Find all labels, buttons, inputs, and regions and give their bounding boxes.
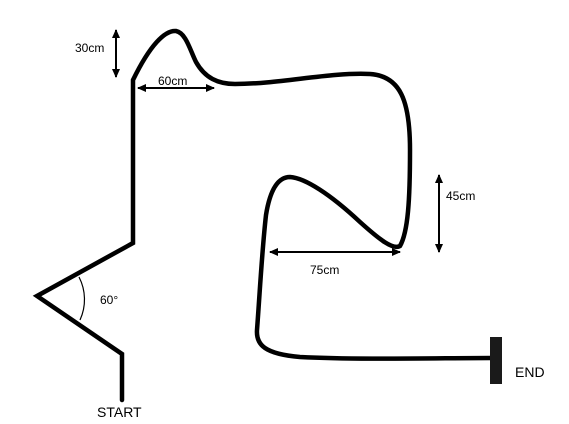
dimension-label-75cm: 75cm [310,263,339,277]
angle-arc [78,276,86,321]
start-label: START [97,404,142,420]
dimension-label-30cm: 30cm [75,41,104,55]
dimension-label-60cm: 60cm [158,74,187,88]
end-bar [490,337,502,384]
track-path [32,28,495,403]
end-label: END [515,364,545,380]
dimension-label-45cm: 45cm [446,189,475,203]
angle-label: 60° [100,293,118,307]
